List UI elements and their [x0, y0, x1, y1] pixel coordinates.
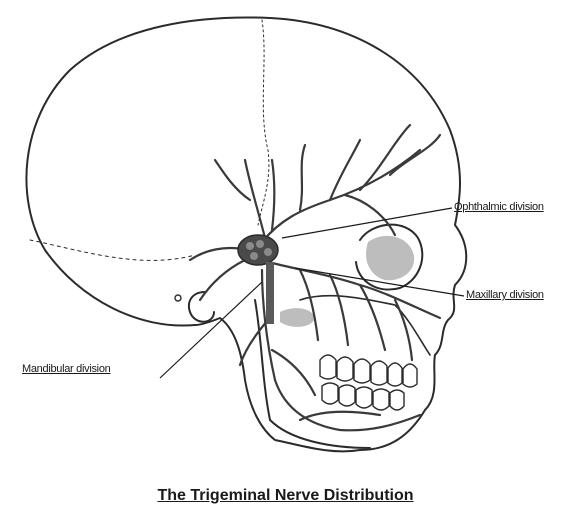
nerve-branches [190, 125, 440, 430]
zygomatic-shading [280, 308, 315, 327]
ophthalmic-branch [262, 150, 420, 242]
mandibular-division-label: Mandibular division [22, 363, 110, 375]
coronal-suture [258, 20, 269, 225]
squamous-suture [30, 240, 195, 260]
trigeminal-ganglion [238, 235, 278, 324]
cranium-outline [26, 18, 466, 452]
teeth [320, 355, 417, 410]
orbit-shading [366, 236, 414, 280]
ophthalmic-division-label: Ophthalmic division [454, 201, 544, 213]
maxillary-division-label: Maxillary division [466, 289, 544, 301]
figure-caption: The Trigeminal Nerve Distribution [0, 487, 571, 505]
